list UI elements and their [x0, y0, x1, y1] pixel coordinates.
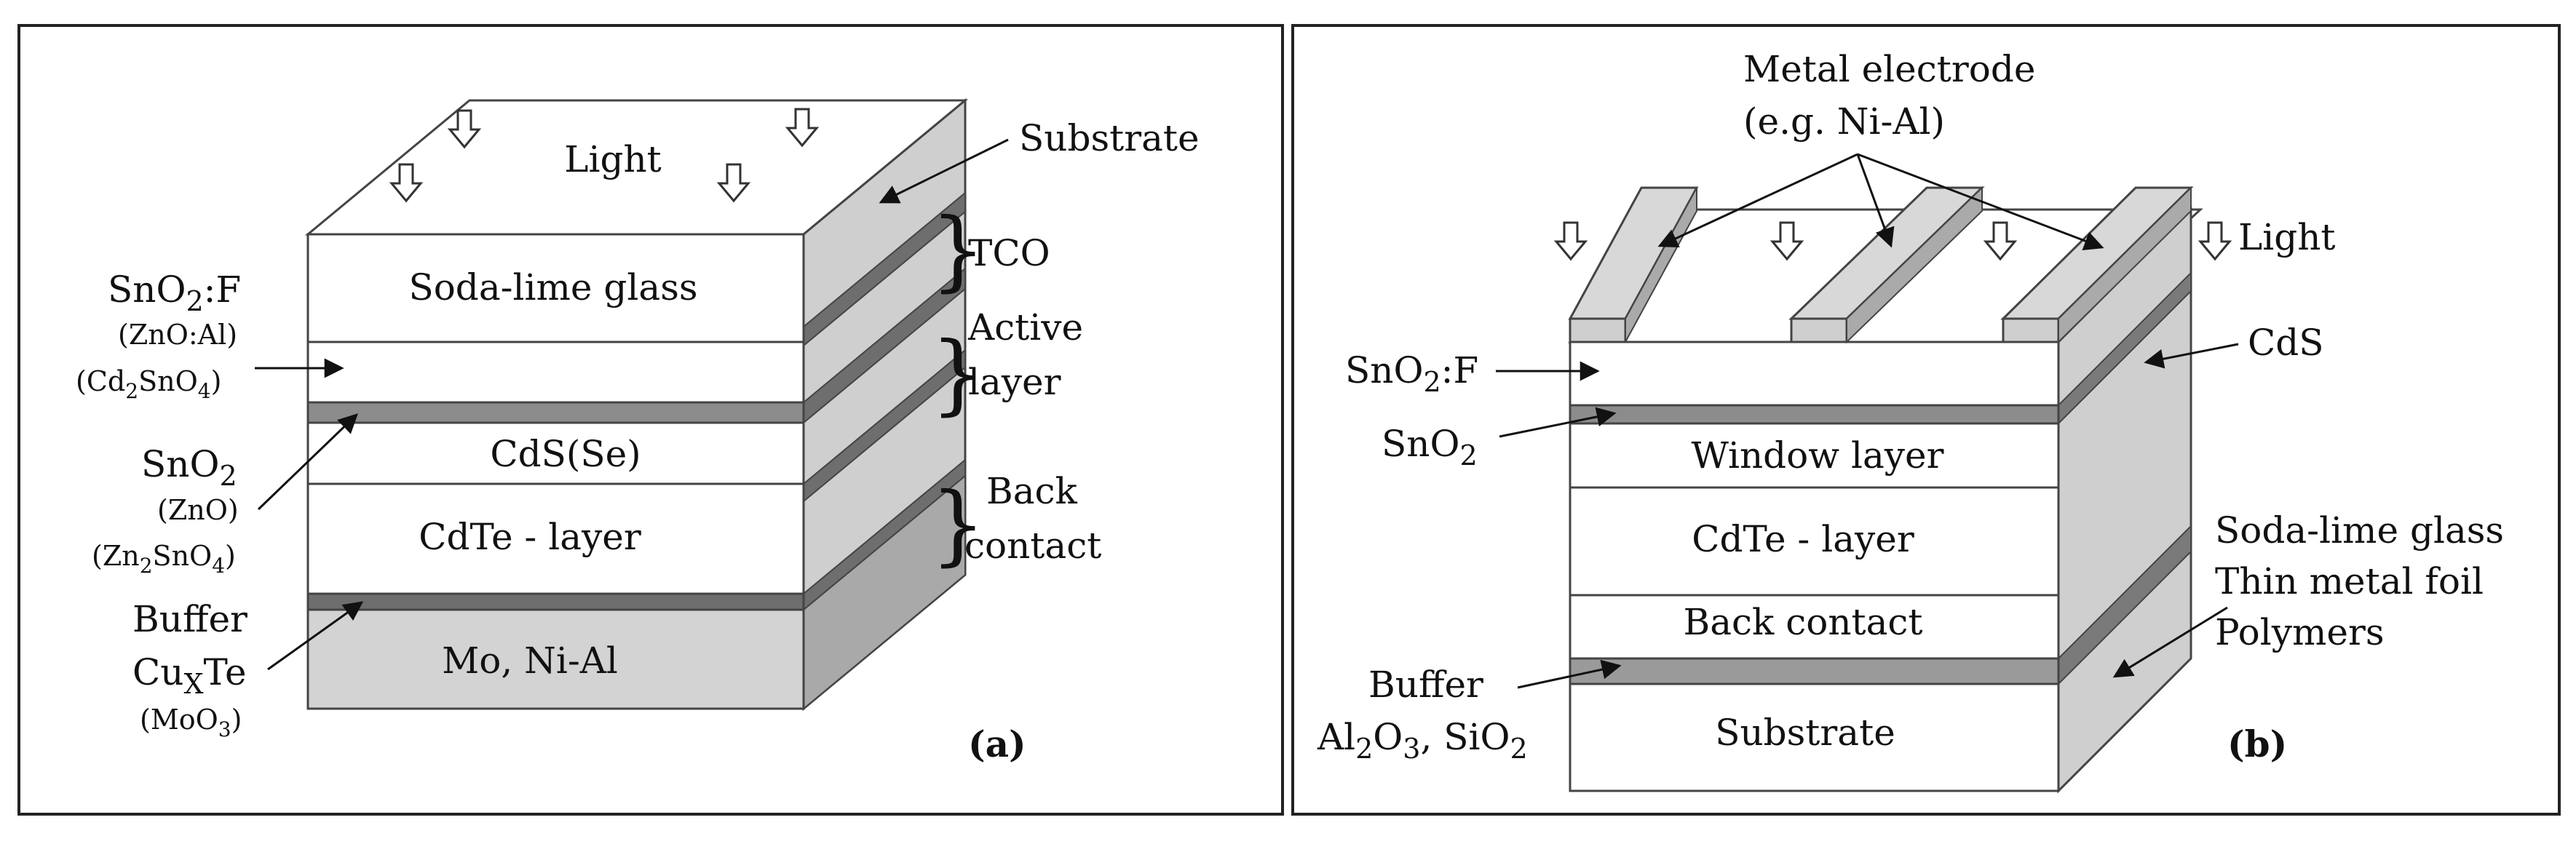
- substrate-label-b: Substrate: [1715, 712, 1895, 754]
- buffer-label: Buffer: [132, 598, 247, 640]
- soda-lime-glass-label: Soda-lime glass: [408, 266, 697, 308]
- soda-lime-glass-label-b: Soda-lime glass: [2215, 509, 2504, 552]
- cuxte-label: CuXTe: [132, 651, 247, 700]
- cd2sno4-label: (Cd2SnO4): [76, 365, 221, 403]
- back-label: Back: [986, 470, 1078, 512]
- thin-metal-foil-label: Thin metal foil: [2215, 560, 2484, 602]
- sno2-f-label-b: SnO2:F: [1345, 349, 1478, 398]
- contact-label: contact: [964, 525, 1101, 567]
- panel-b-tag: (b): [2227, 722, 2287, 765]
- moo3-label: (MoO3): [140, 704, 242, 741]
- cdte-layer-label: CdTe - layer: [419, 516, 641, 558]
- metal-electrode-example-label: (e.g. Ni-Al): [1743, 100, 1945, 143]
- cds-se-label: CdS(Se): [490, 433, 641, 475]
- active-layer-brace: }: [930, 324, 986, 425]
- metal-electrode-bars: [1568, 186, 2194, 344]
- sno2-label: SnO2: [141, 443, 237, 492]
- back-contact-label: Back contact: [1683, 601, 1922, 643]
- polymers-label: Polymers: [2215, 611, 2385, 653]
- layer-label: layer: [968, 361, 1061, 403]
- light-arrow-icon: [1555, 221, 1587, 260]
- back-contact-brace: }: [930, 474, 986, 576]
- window-layer-label: Window layer: [1691, 434, 1943, 477]
- cds-label: CdS: [2248, 322, 2324, 364]
- active-label: Active: [967, 306, 1083, 349]
- metal-electrode-label: Metal electrode: [1743, 48, 2035, 90]
- zn2sno4-label: (Zn2SnO4): [92, 540, 236, 578]
- tco-brace: }: [930, 200, 986, 301]
- substrate-label: Substrate: [1019, 117, 1200, 159]
- cdte-layer-label-b: CdTe - layer: [1692, 518, 1914, 560]
- tco-label: TCO: [968, 232, 1050, 274]
- zno-label: (ZnO): [157, 494, 239, 526]
- light-arrow-icon: [2199, 221, 2231, 260]
- panel-b-frame: [1291, 24, 2561, 816]
- panel-a-tag: (a): [968, 722, 1026, 765]
- mo-ni-al-label: Mo, Ni-Al: [442, 640, 618, 682]
- panel-a-frame: [17, 24, 1284, 816]
- light-label: Light: [564, 138, 662, 180]
- sno2-label-b: SnO2: [1382, 423, 1478, 471]
- light-label-b: Light: [2238, 216, 2336, 258]
- buffer-label-b: Buffer: [1368, 664, 1483, 706]
- sno2-f-label: SnO2:F: [108, 268, 241, 317]
- zno-al-label: (ZnO:Al): [118, 319, 237, 351]
- al2o3-sio2-label: Al2O3, SiO2: [1317, 716, 1528, 765]
